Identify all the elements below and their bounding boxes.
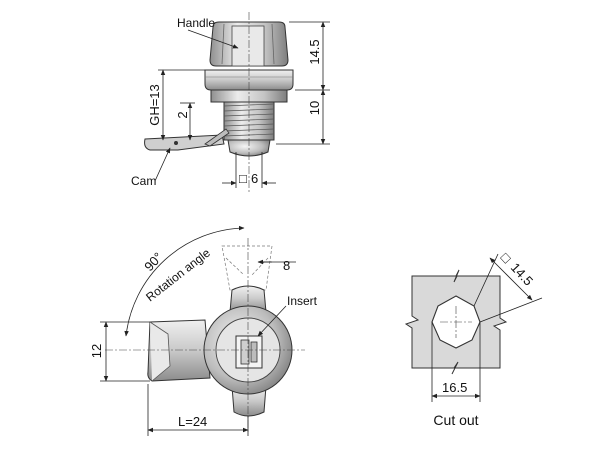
cutout-view: □ 14.5 16.5 Cut out — [404, 250, 543, 428]
insert-label: Insert — [287, 294, 318, 308]
dim-cam-height: 12 — [89, 344, 104, 358]
dim-square-symbol: □ — [239, 171, 247, 186]
dim-cutout-diag: 14.5 — [508, 260, 536, 289]
dim-length: L=24 — [178, 414, 207, 429]
cam-label: Cam — [131, 174, 156, 188]
handle-label: Handle — [177, 16, 215, 30]
dim-cam-offset: 2 — [175, 111, 190, 118]
dim-cutout-width: 16.5 — [442, 380, 467, 395]
angle-value: 90° — [141, 249, 165, 274]
front-view: Insert 8 90° Rotation angle 12 L=24 — [89, 225, 318, 436]
side-view: Handle Cam 14.5 10 GH=13 2 □ 6 — [131, 12, 330, 192]
handle-insert-slot — [231, 25, 265, 67]
dim-gh: GH=13 — [147, 84, 162, 126]
dim-handle-height: 14.5 — [307, 39, 322, 64]
dim-width-8: 8 — [283, 258, 290, 273]
cutout-caption: Cut out — [433, 412, 478, 428]
dim-body-height: 10 — [307, 101, 322, 115]
cutout-square-symbol: □ — [498, 250, 514, 266]
dim-square: 6 — [251, 171, 258, 186]
